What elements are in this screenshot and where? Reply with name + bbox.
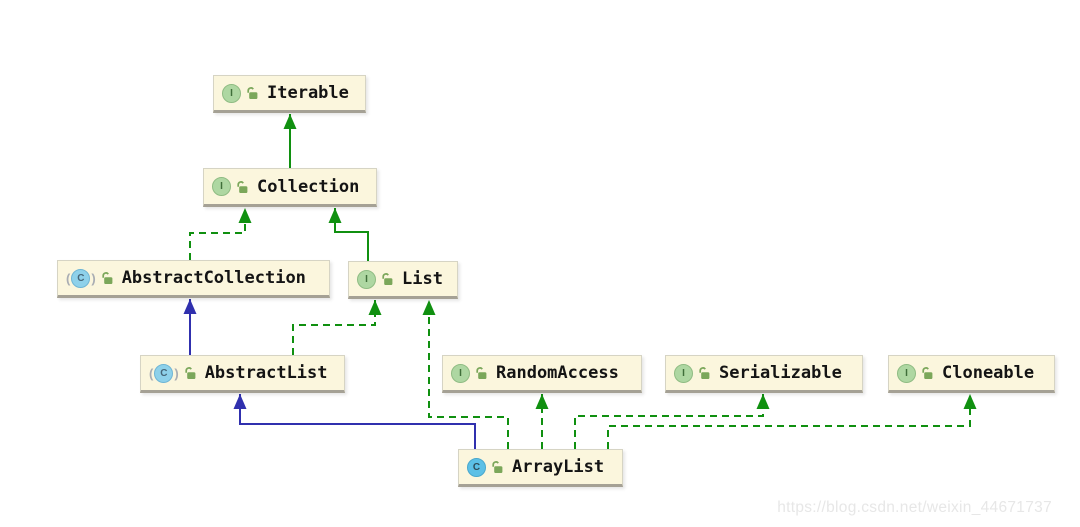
edge-abstract-collection-to-collection [189, 208, 246, 260]
class-name: Collection [257, 176, 360, 197]
unlock-icon [699, 367, 710, 379]
edge-array-list-to-serializable [574, 394, 764, 449]
abstract-class-icon: C [71, 268, 91, 288]
type-icon-wrap: I [222, 83, 241, 103]
type-icon-wrap: C [467, 457, 486, 477]
type-icon-wrap: I [451, 363, 470, 383]
arrowhead-list-to-collection [328, 208, 342, 223]
type-icon-wrap: I [897, 363, 916, 383]
arrowhead-array-list-to-random-access [535, 394, 549, 409]
class-node-cloneable[interactable]: I Cloneable [888, 355, 1055, 393]
edge-abstract-list-to-list [292, 300, 376, 355]
type-icon-wrap: I [212, 177, 231, 196]
abstract-class-icon: C [154, 363, 174, 383]
interface-icon: I [222, 83, 241, 103]
class-node-array-list[interactable]: C ArrayList [458, 449, 623, 487]
class-name: Cloneable [942, 363, 1035, 383]
unlock-icon [922, 367, 933, 379]
arrowhead-collection-to-iterable [283, 114, 297, 129]
class-node-iterable[interactable]: I Iterable [213, 75, 366, 113]
class-node-collection[interactable]: I Collection [203, 168, 377, 207]
arrowhead-array-list-to-list [422, 300, 436, 315]
arrowhead-abstract-list-to-abstract-collection [183, 299, 197, 314]
class-name: Serializable [719, 363, 842, 383]
class-icon: C [467, 457, 486, 477]
class-name: Iterable [267, 83, 349, 103]
interface-icon: I [357, 269, 376, 289]
watermark-url: https://blog.csdn.net/weixin_44671737 [777, 499, 1052, 516]
edge-list-to-collection [334, 208, 369, 261]
class-name: AbstractCollection [121, 268, 306, 288]
class-name: AbstractList [204, 363, 328, 383]
type-icon-wrap: C [149, 363, 179, 383]
class-name: List [402, 269, 443, 289]
unlock-icon [102, 272, 113, 284]
type-icon-wrap: I [357, 269, 376, 289]
class-name: ArrayList [512, 457, 605, 477]
interface-icon: I [674, 363, 693, 383]
arrowhead-abstract-list-to-list [368, 300, 382, 315]
arrowhead-array-list-to-abstract-list [233, 394, 247, 409]
interface-icon: I [897, 363, 916, 383]
class-node-abstract-collection[interactable]: C AbstractCollection [57, 260, 330, 298]
unlock-icon [247, 87, 258, 99]
edge-array-list-to-cloneable [607, 394, 971, 449]
class-name: RandomAccess [496, 363, 619, 383]
arrowhead-array-list-to-cloneable [963, 394, 977, 409]
class-node-serializable[interactable]: I Serializable [665, 355, 863, 393]
class-node-list[interactable]: I List [348, 261, 458, 299]
class-node-random-access[interactable]: I RandomAccess [442, 355, 642, 393]
type-icon-wrap: C [66, 268, 96, 288]
unlock-icon [185, 367, 196, 379]
arrowhead-abstract-collection-to-collection [238, 208, 252, 223]
edge-array-list-to-abstract-list [239, 394, 476, 449]
interface-icon: I [451, 363, 470, 383]
type-icon-wrap: I [674, 363, 693, 383]
class-node-abstract-list[interactable]: C AbstractList [140, 355, 345, 393]
unlock-icon [476, 367, 487, 379]
unlock-icon [237, 180, 248, 193]
arrowhead-array-list-to-serializable [756, 394, 770, 409]
interface-icon: I [212, 177, 231, 196]
unlock-icon [492, 461, 503, 473]
unlock-icon [382, 273, 393, 285]
